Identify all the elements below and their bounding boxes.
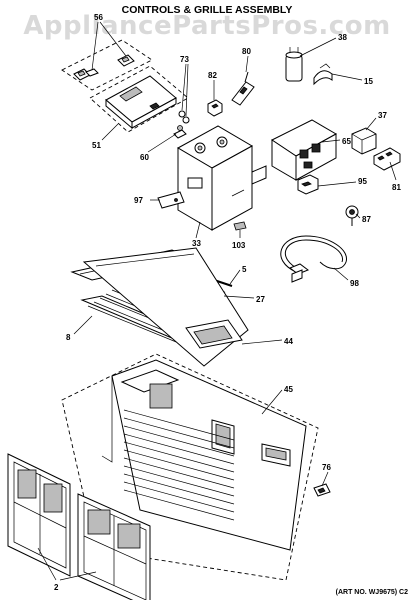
part-81-terminal-block <box>373 147 401 171</box>
callout-87: 87 <box>362 215 371 224</box>
callout-27: 27 <box>256 295 265 304</box>
callout-56: 56 <box>94 13 103 22</box>
part-103-label <box>233 221 247 231</box>
callout-8: 8 <box>66 333 71 342</box>
callout-82: 82 <box>208 71 217 80</box>
callout-5: 5 <box>242 265 247 274</box>
watermark-text: AppliancePartsPros.com <box>23 11 390 41</box>
part-73-screws <box>177 110 190 131</box>
callout-2: 2 <box>54 583 59 592</box>
part-60-tab <box>173 129 187 139</box>
part-44-front-frame <box>82 247 249 367</box>
callout-97: 97 <box>134 196 143 205</box>
part-98-power-cord <box>280 235 347 283</box>
part-95-component <box>297 174 319 195</box>
part-38-capacitor <box>285 47 303 82</box>
callout-45: 45 <box>284 385 293 394</box>
callout-73: 73 <box>180 55 189 64</box>
part-15-bracket <box>313 63 333 86</box>
art-number: (ART NO. WJ9675) C2 <box>336 589 408 596</box>
part-80-thermostat <box>231 71 255 106</box>
part-56-knobs <box>61 39 153 91</box>
part-2-filter-right <box>77 493 151 600</box>
callout-98: 98 <box>350 279 359 288</box>
part-37-relay <box>351 127 377 155</box>
callout-81: 81 <box>392 183 401 192</box>
part-65-relay-board <box>271 119 338 181</box>
part-97-plate <box>157 191 185 209</box>
callout-103: 103 <box>232 241 246 250</box>
callout-95: 95 <box>358 177 367 186</box>
part-33-control-box <box>176 125 267 231</box>
part-2-filter-left <box>7 453 71 577</box>
part-87-knob <box>345 205 359 226</box>
callout-51: 51 <box>92 141 101 150</box>
callout-38: 38 <box>338 33 347 42</box>
part-51-control-panel <box>89 65 189 133</box>
callout-44: 44 <box>284 337 293 346</box>
callout-80: 80 <box>242 47 251 56</box>
callout-33: 33 <box>192 239 201 248</box>
callout-37: 37 <box>378 111 387 120</box>
callout-labels: 56 73 82 80 38 15 51 60 65 37 95 81 97 3… <box>54 13 401 592</box>
callout-15: 15 <box>364 77 373 86</box>
part-82-switch <box>207 99 223 117</box>
callout-60: 60 <box>140 153 149 162</box>
part-45-grille-housing <box>61 353 319 581</box>
diagram-title: CONTROLS & GRILLE ASSEMBLY <box>122 4 293 16</box>
callout-76: 76 <box>322 463 331 472</box>
leader-lines <box>37 21 397 581</box>
callout-65: 65 <box>342 137 351 146</box>
